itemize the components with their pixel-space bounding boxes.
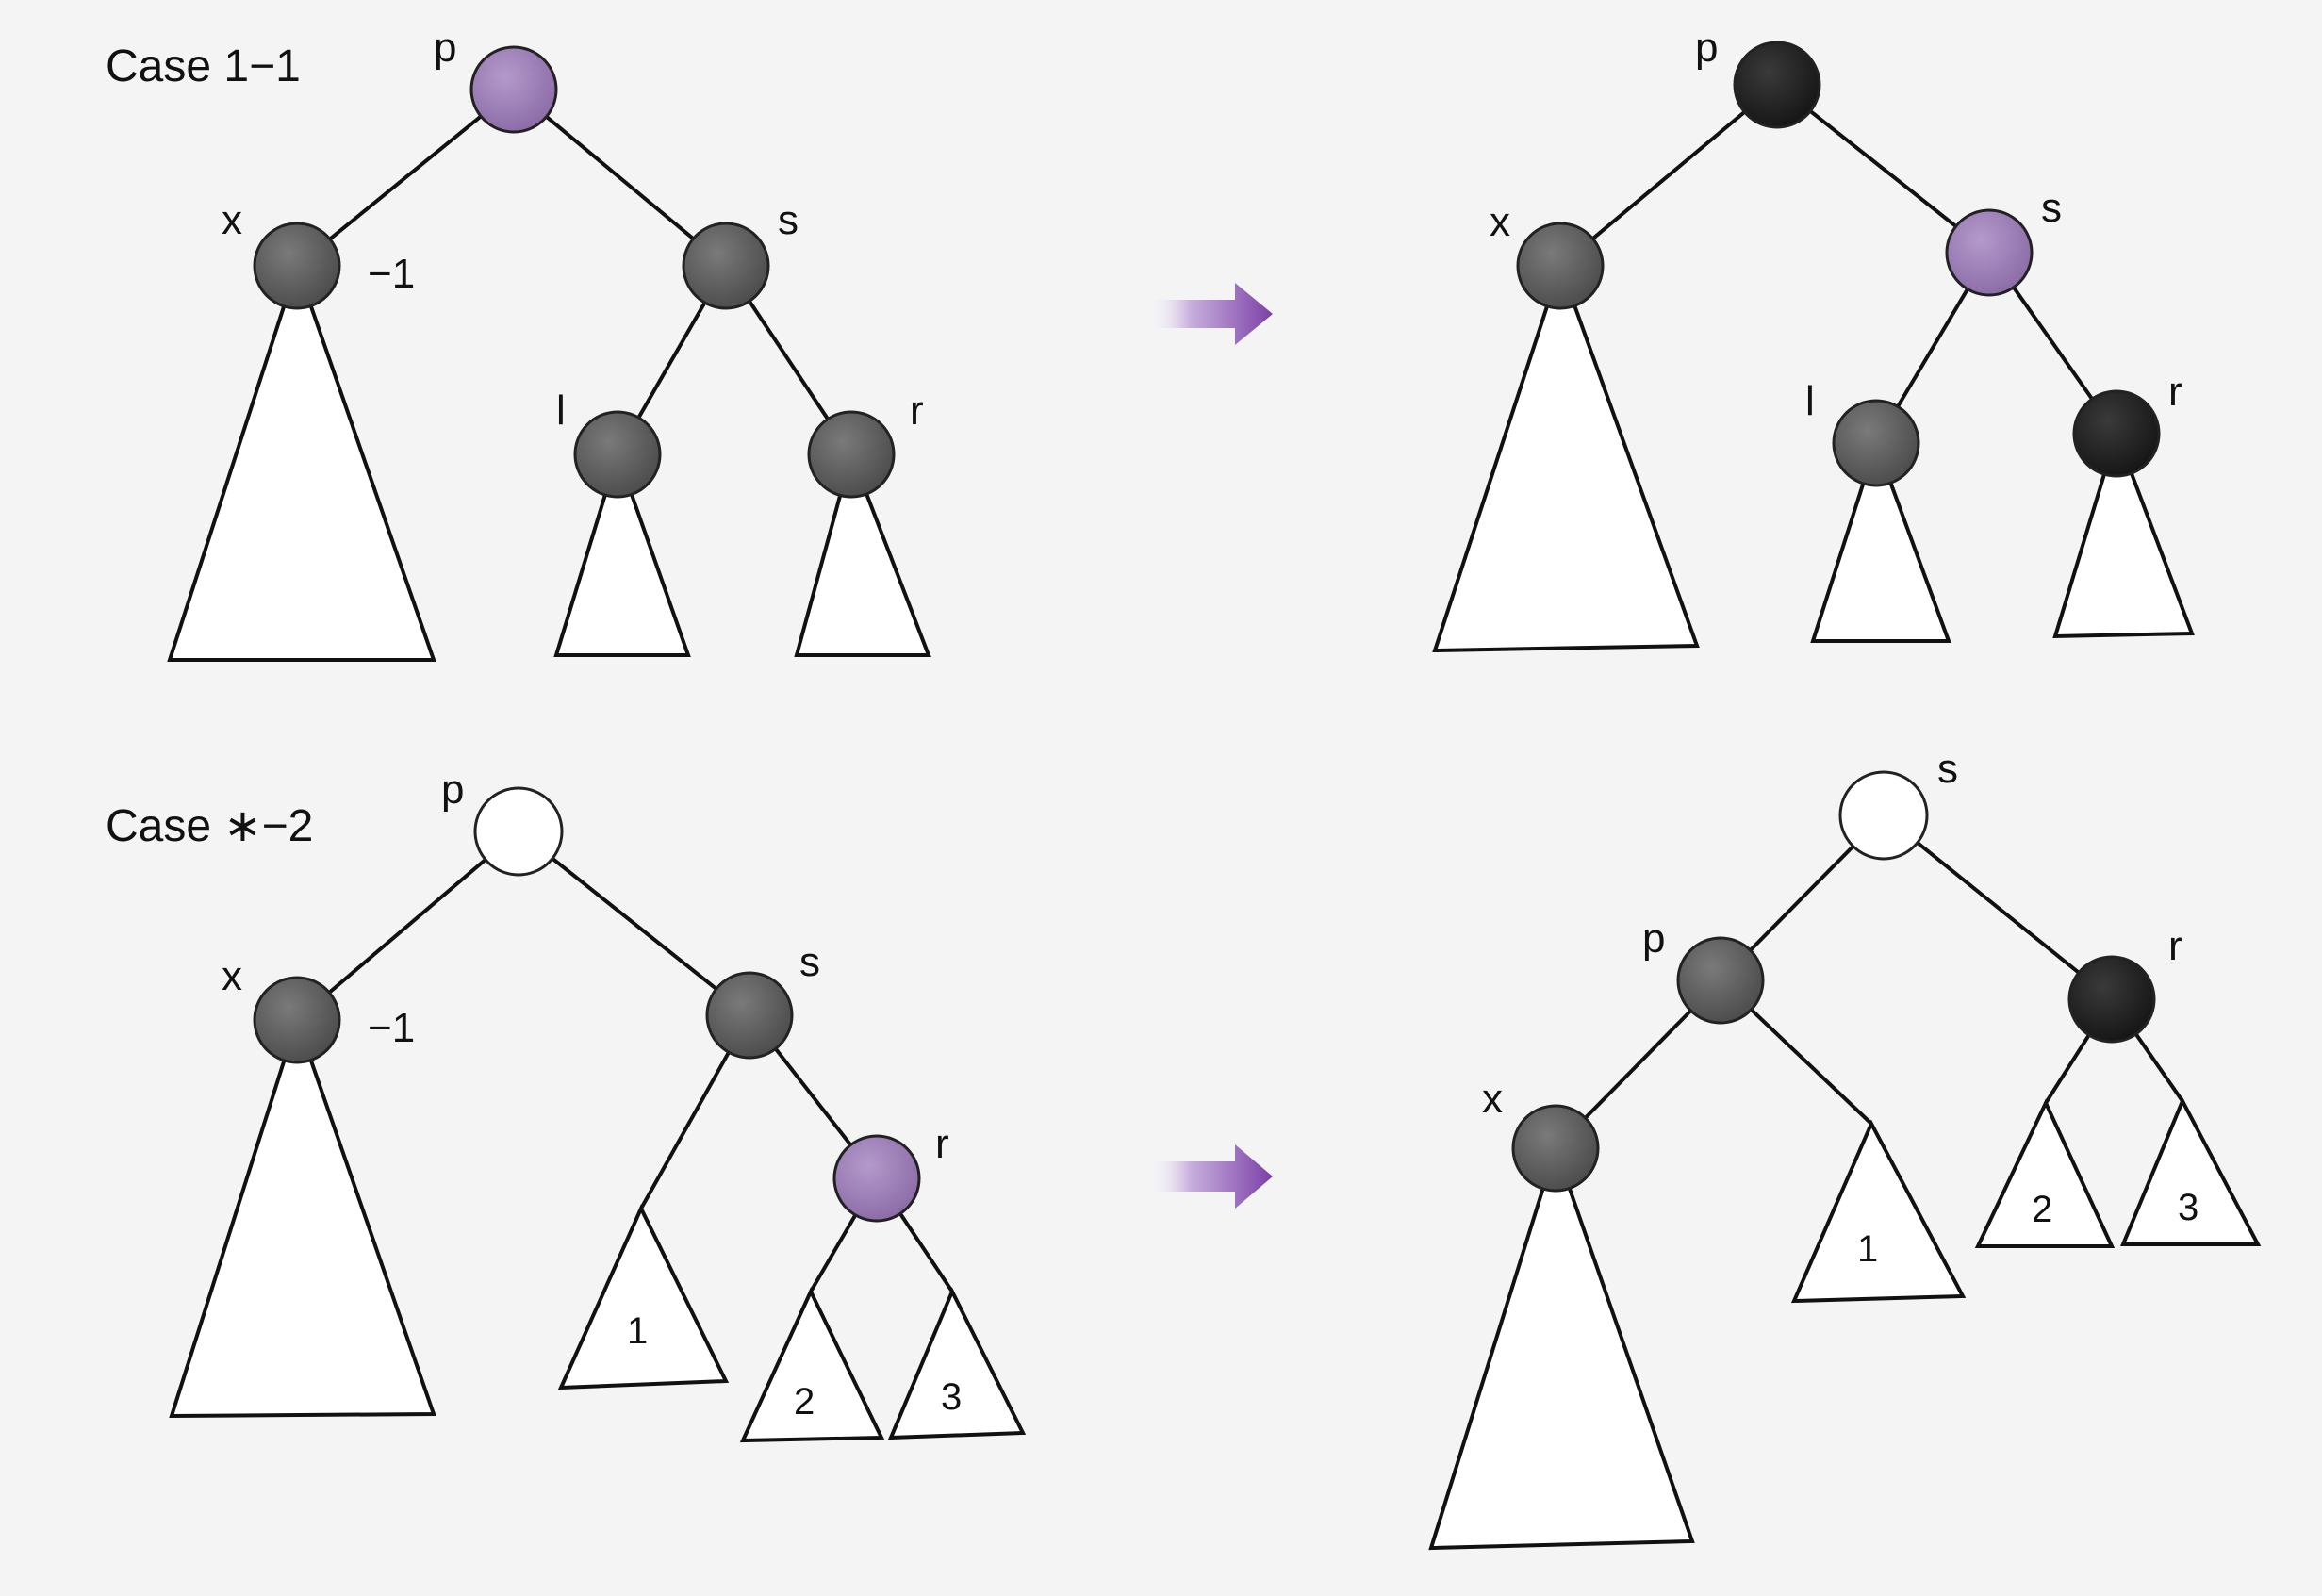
edge-p-x <box>295 88 516 268</box>
case1-after-tree: p x s l r <box>1432 25 2195 653</box>
label-subtree-2: 2 <box>794 1381 815 1423</box>
edge-p-s <box>517 830 751 1017</box>
label-subtree-3: 3 <box>941 1376 962 1418</box>
node-r <box>2072 389 2161 478</box>
label-x: x <box>222 953 242 999</box>
node-r <box>2067 955 2156 1044</box>
edge-p-x <box>295 830 520 1022</box>
case1-before-tree: Case 1−1 p x −1 s l r <box>106 25 931 662</box>
label-p: p <box>1642 915 1665 962</box>
right-arrow-icon <box>1145 283 1273 345</box>
node-p <box>1676 936 1765 1025</box>
label-x: x <box>1482 1076 1503 1122</box>
right-arrow-icon <box>1145 1144 1273 1209</box>
label-r: r <box>910 387 924 434</box>
label-p: p <box>441 766 464 813</box>
label-p: p <box>434 25 456 71</box>
subtree-x <box>1428 1142 1695 1551</box>
node-r <box>807 410 896 499</box>
label-p: p <box>1695 25 1718 71</box>
node-x <box>253 222 341 310</box>
subtree-x <box>167 259 436 662</box>
label-r: r <box>2168 369 2182 415</box>
node-s <box>705 971 794 1060</box>
subtree-3 <box>887 1287 1027 1440</box>
label-s: s <box>799 939 820 985</box>
node-r <box>832 1134 921 1223</box>
node-p <box>469 45 558 134</box>
node-s <box>1945 208 2034 297</box>
subtree-l <box>1810 436 1951 643</box>
node-p <box>473 786 564 877</box>
label-x: x <box>1490 199 1510 245</box>
label-s: s <box>2041 185 2062 231</box>
node-l <box>1832 399 1920 487</box>
subtree-x <box>169 1013 436 1419</box>
label-r: r <box>2168 923 2182 969</box>
node-p <box>1733 41 1821 129</box>
node-l <box>573 410 662 499</box>
subtree-2 <box>739 1287 885 1443</box>
label-x-mark: −1 <box>368 1005 415 1051</box>
subtree-2 <box>1974 1098 2116 1248</box>
subtree-1 <box>557 1204 730 1390</box>
label-r: r <box>935 1121 949 1167</box>
node-x <box>1516 222 1605 310</box>
node-s <box>682 222 770 310</box>
subtree-x <box>1432 259 1700 653</box>
edge-p-s <box>512 88 728 268</box>
label-l: l <box>1805 378 1815 424</box>
case1-title: Case 1−1 <box>106 41 301 91</box>
case2-before-tree: Case ∗−2 p x −1 s r 1 2 3 <box>106 766 1027 1443</box>
label-x: x <box>222 197 242 243</box>
label-s: s <box>778 197 799 243</box>
edge-p-s <box>1775 83 1991 255</box>
label-s: s <box>1937 746 1958 792</box>
edge-p-x <box>1558 83 1779 268</box>
label-subtree-1: 1 <box>1857 1228 1878 1270</box>
subtree-1 <box>1790 1119 1967 1304</box>
subtree-3 <box>2120 1096 2262 1246</box>
case2-after-tree: s p r x 1 2 3 <box>1428 746 2262 1551</box>
case2-title: Case ∗−2 <box>106 801 313 851</box>
subtree-r <box>2052 427 2195 639</box>
label-subtree-1: 1 <box>627 1310 648 1352</box>
label-x-mark: −1 <box>368 251 415 297</box>
subtree-l <box>553 448 691 657</box>
edge-s-r <box>1882 814 2114 1001</box>
label-subtree-3: 3 <box>2178 1187 2198 1228</box>
node-x <box>253 976 341 1064</box>
node-s <box>1838 770 1929 861</box>
node-x <box>1511 1104 1600 1193</box>
label-subtree-2: 2 <box>2032 1189 2052 1230</box>
subtree-r <box>794 448 931 657</box>
label-l: l <box>556 387 566 434</box>
